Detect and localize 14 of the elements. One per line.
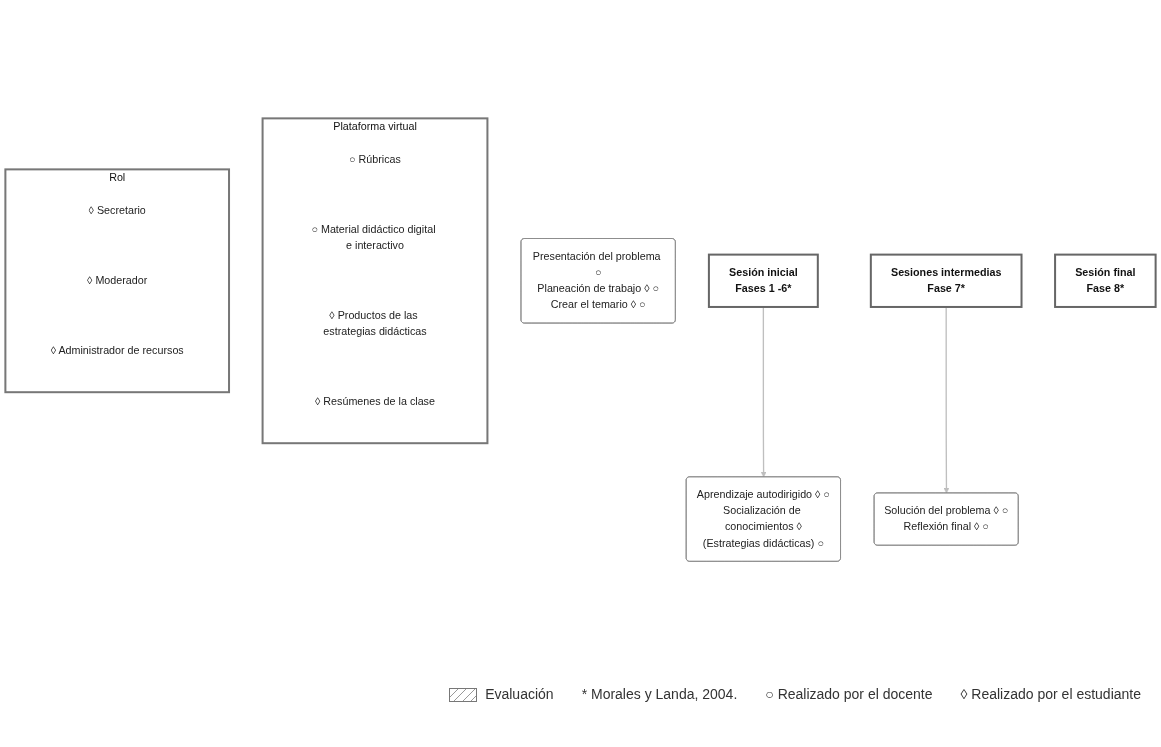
node-text: ○ Material didáctico digital e interactivo xyxy=(311,223,436,252)
legend-item: ○ Realizado por el docente xyxy=(765,686,933,703)
node-text: ◊ Moderador xyxy=(87,274,148,287)
legend-item: Evaluación xyxy=(449,686,554,703)
legend-item: ◊ Realizado por el estudiante xyxy=(960,686,1141,703)
reference-note: * Morales y Landa, 2004. xyxy=(581,686,738,703)
node-box: Sesión inicial Fases 1 -6* xyxy=(707,253,819,309)
node-text: ◊ Resúmenes de la clase xyxy=(315,395,435,408)
node-text: ◊ Secretario xyxy=(88,205,146,217)
node-text: ◊ Productos de las estrategias didácticas xyxy=(323,309,427,338)
node-box: Sesión final Fase 8* xyxy=(1054,253,1157,309)
node-text: ◊ Administrador de recursos xyxy=(50,344,184,357)
node-text: ○ Rúbricas xyxy=(349,154,401,166)
node-box: Sesiones intermedias Fase 7* xyxy=(869,253,1023,309)
